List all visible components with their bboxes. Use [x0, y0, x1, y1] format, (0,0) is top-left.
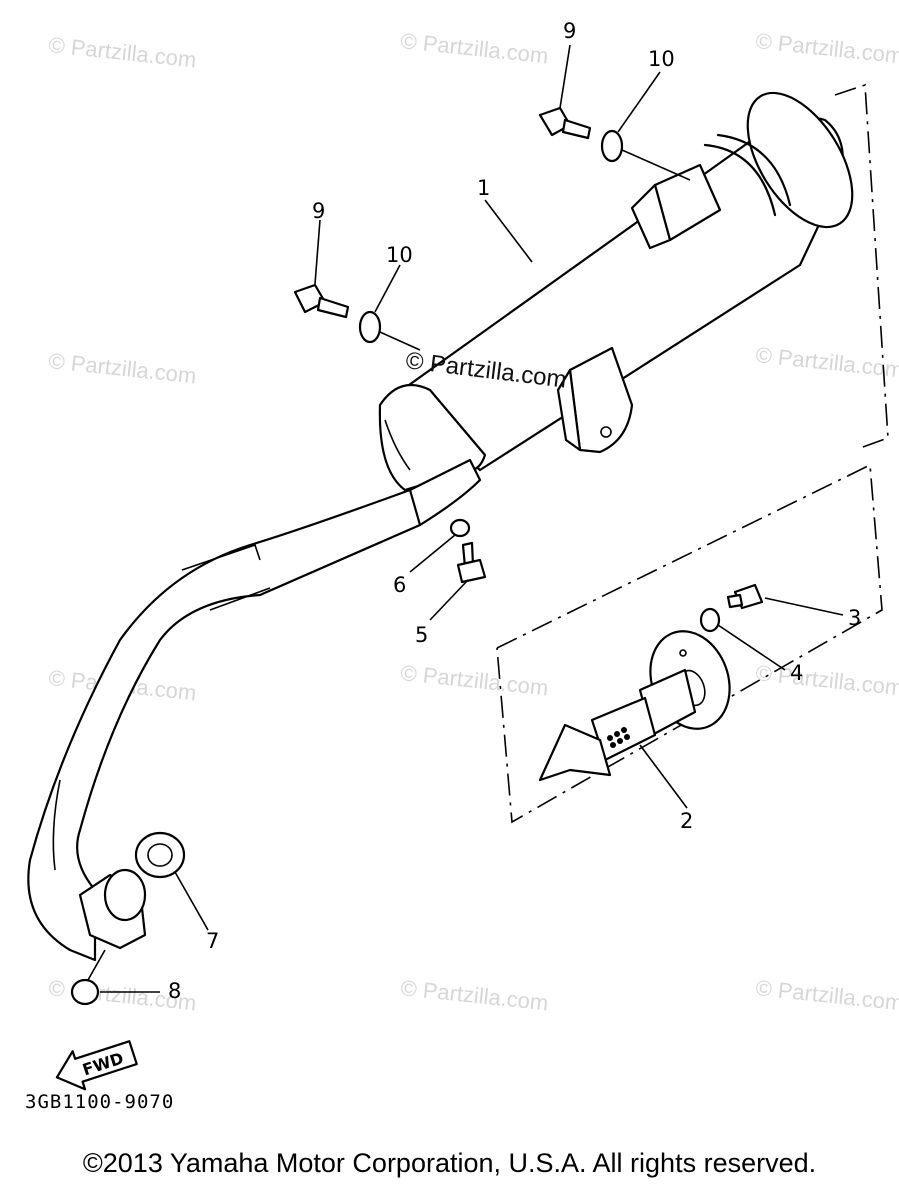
assembly-frames	[496, 83, 889, 824]
silencer-frame-line	[496, 463, 883, 824]
header-pipe	[27, 458, 482, 962]
washer-4	[699, 607, 721, 633]
copyright-notice: ©2013 Yamaha Motor Corporation, U.S.A. A…	[82, 1148, 817, 1178]
gasket-7	[134, 831, 186, 879]
watermark: © Partzilla.com	[754, 975, 899, 1015]
screw-3	[726, 583, 764, 610]
callout-6: 6	[393, 573, 406, 597]
spark-arrester-2	[538, 630, 731, 782]
washer-6	[449, 518, 471, 538]
callout-9-upper: 9	[563, 19, 576, 43]
diagram-code: 3GB1100-9070	[25, 1091, 174, 1113]
washer-10-upper	[600, 129, 624, 163]
watermark: © Partzilla.com	[399, 660, 549, 700]
washer-10-lower	[358, 310, 382, 344]
nut-8	[70, 978, 100, 1006]
muffler-body	[378, 91, 854, 492]
watermark: © Partzilla.com	[399, 28, 549, 68]
callout-2: 2	[680, 809, 693, 833]
callout-8: 8	[168, 979, 181, 1003]
forward-arrow: FWD	[55, 1040, 138, 1091]
watermark: © Partzilla.com	[754, 28, 899, 68]
watermark: © Partzilla.com	[754, 342, 899, 382]
callout-5: 5	[415, 623, 428, 647]
callout-labels: 1 2 3 4 5 6 7 8 9 9 10 10	[168, 19, 861, 1003]
callout-1: 1	[477, 176, 490, 200]
bolt-5	[456, 541, 487, 584]
bolt-9-upper	[538, 106, 592, 140]
muffler-frame-line	[834, 83, 889, 449]
leader-lines	[87, 44, 844, 993]
callout-10-upper: 10	[648, 47, 675, 71]
callout-9-lower: 9	[312, 199, 325, 223]
watermark: © Partzilla.com	[47, 32, 197, 72]
bolt-9-lower	[293, 283, 350, 319]
callout-10-lower: 10	[386, 243, 413, 267]
watermark: © Partzilla.com	[399, 975, 549, 1015]
callout-4: 4	[790, 661, 803, 685]
callout-7: 7	[206, 929, 219, 953]
watermark: © Partzilla.com	[47, 348, 197, 388]
callout-3: 3	[848, 606, 861, 630]
front-bracket	[568, 346, 634, 454]
watermark: © Partzilla.com	[754, 660, 899, 700]
